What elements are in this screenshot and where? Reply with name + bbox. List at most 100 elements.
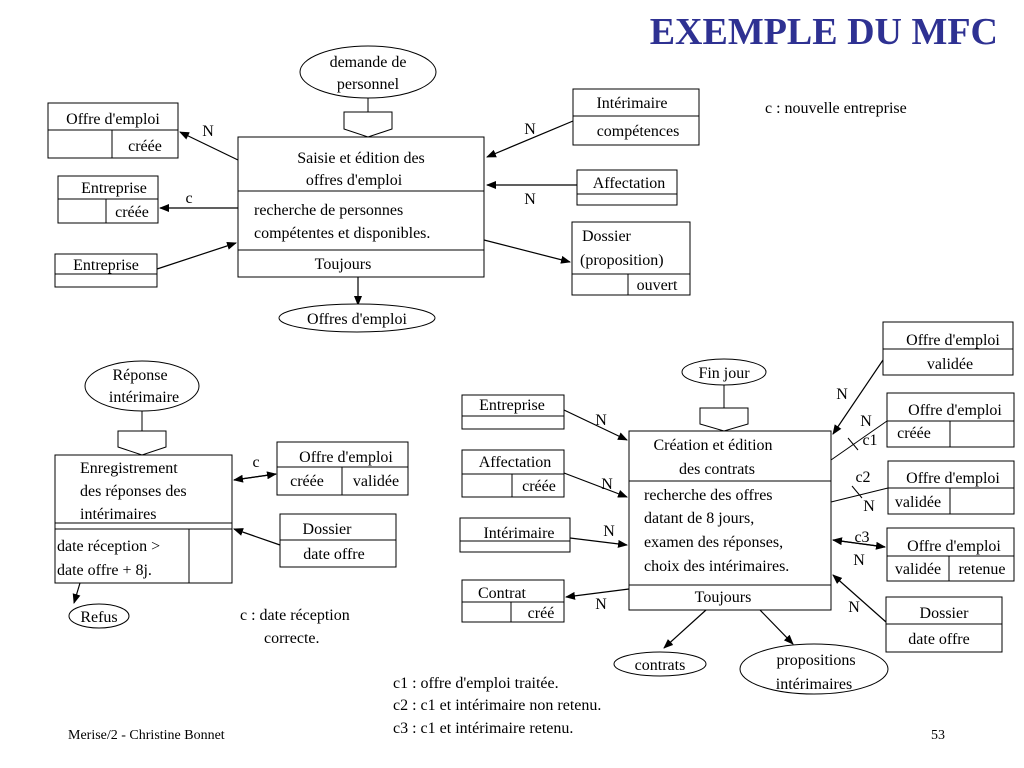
event-demande-line-2: personnel (337, 76, 400, 93)
entity-offre-c1-state: créée (897, 425, 931, 442)
entity-entreprise3-name: Entreprise (479, 397, 545, 414)
operation3-name-2: des contrats (679, 461, 755, 478)
card-affectation-3: N (601, 476, 613, 493)
entity-dossier-name-1: Dossier (582, 228, 632, 245)
operation2-action-1: date réception > (57, 538, 160, 555)
card-offre-validee: N (836, 386, 848, 403)
operation3-action-1: recherche des offres (644, 487, 773, 504)
event-propositions-line-2: intérimaires (776, 676, 852, 693)
event-refus-label: Refus (80, 609, 117, 626)
operation3-action-3: examen des réponses, (644, 534, 783, 551)
card-offre-c1: c1 (862, 432, 877, 449)
event-refus (68, 603, 130, 629)
page-number: 53 (931, 728, 945, 743)
operation2-name-1: Enregistrement (80, 460, 178, 477)
entity-dossier2-attr: date offre (303, 546, 364, 563)
entity-dossier-state: ouvert (637, 277, 678, 294)
entity-offre-c1-name: Offre d'emploi (908, 402, 1002, 419)
operation2-action-2: date offre + 8j. (57, 562, 152, 579)
condition-c1: c1 : offre d'emploi traitée. (393, 675, 559, 692)
footer-author: Merise/2 - Christine Bonnet (68, 728, 225, 743)
card-offre-c3-n: N (853, 552, 865, 569)
card-entreprise-3: N (595, 412, 607, 429)
entity-interimaire-3 (459, 517, 571, 553)
operation-rule: Toujours (315, 256, 372, 273)
card-interimaire: N (524, 121, 536, 138)
entity-offre2-state-1: créée (290, 473, 324, 490)
operation3-action-2: datant de 8 jours, (644, 510, 754, 527)
entity-dossier3-attr: date offre (908, 631, 969, 648)
event-propositions-interimaires (739, 643, 889, 695)
operation-creation-contrats: Fin jour Création et édition des contrat… (393, 321, 1015, 737)
operation-saisie-offres: demande de personnel Saisie et édition d… (47, 45, 907, 333)
entity-dossier-proposition (571, 221, 691, 296)
card-offre-2: c (252, 454, 259, 471)
condition-c2: c2 : c1 et intérimaire non retenu. (393, 697, 601, 714)
sync-pentagon-2 (117, 430, 167, 456)
entity-offre-validee-name: Offre d'emploi (906, 332, 1000, 349)
operation-box-3 (628, 430, 832, 611)
event-reponse-line-2: intérimaire (109, 389, 179, 406)
entity-offre-validee-state: validée (927, 356, 973, 373)
entity-entreprise-creee-name: Entreprise (81, 180, 147, 197)
entity-contrat-state: créé (528, 605, 555, 622)
operation-enregistrement-reponses: Réponse intérimaire Enregistrement des r… (54, 360, 409, 647)
event-reponse-line-1: Réponse (112, 367, 167, 384)
entity-interimaire (572, 88, 700, 146)
condition-c3: c3 : c1 et intérimaire retenu. (393, 720, 573, 737)
card-interimaire-3: N (603, 523, 615, 540)
entity-dossier-name-2: (proposition) (580, 252, 664, 269)
operation-box (237, 136, 485, 278)
entity-offre-c3-state-2: retenue (958, 561, 1005, 578)
card-dossier-3: N (848, 599, 860, 616)
entity-entreprise (54, 253, 158, 288)
operation-action-2: compétentes et disponibles. (254, 225, 430, 242)
operation2-name-3: intérimaires (80, 506, 156, 523)
entity-offre2-state-2: validée (353, 473, 399, 490)
entity-interimaire3-name: Intérimaire (483, 525, 554, 542)
note-date-reception-1: c : date réception (240, 607, 350, 624)
entity-interimaire-attr: compétences (597, 123, 680, 140)
entity-offre-c3-state-1: validée (895, 561, 941, 578)
entity-entreprise-name: Entreprise (73, 257, 139, 274)
operation-name-1: Saisie et édition des (297, 150, 425, 167)
card-entreprise: c (185, 190, 192, 207)
event-contrats-label: contrats (635, 657, 686, 674)
card-affectation: N (524, 191, 536, 208)
entity-offre-c2-state: validée (895, 494, 941, 511)
entity-entreprise-3 (461, 394, 565, 430)
sync-pentagon (343, 111, 393, 138)
slide-title: EXEMPLE DU MFC (650, 11, 998, 53)
event-contrats (613, 651, 707, 677)
operation3-name-1: Création et édition (653, 437, 772, 454)
entity-entreprise-creee-state: créée (115, 204, 149, 221)
note-nouvelle-entreprise: c : nouvelle entreprise (765, 100, 907, 117)
entity-offre-emploi-name: Offre d'emploi (66, 111, 160, 128)
card-offre-c2-n: N (863, 498, 875, 515)
event-offres-emploi (278, 303, 436, 333)
operation-box-2 (54, 454, 233, 584)
entity-offre-c3 (886, 527, 1015, 582)
entity-affectation3-state: créée (522, 478, 556, 495)
event-propositions-line-1: propositions (776, 652, 855, 669)
entity-dossier2-name: Dossier (303, 521, 353, 538)
entity-affectation (576, 169, 678, 206)
entity-offre-emploi-state: créée (128, 138, 162, 155)
entity-affectation-name: Affectation (593, 175, 666, 192)
operation-action-1: recherche de personnes (254, 202, 403, 219)
entity-interimaire-name: Intérimaire (596, 95, 667, 112)
operation3-rule: Toujours (695, 589, 752, 606)
event-demande-line-1: demande de (330, 54, 407, 71)
operation2-name-2: des réponses des (80, 483, 187, 500)
card-offre-c3: c3 (854, 529, 869, 546)
entity-affectation3-name: Affectation (479, 454, 552, 471)
entity-offre-c2-name: Offre d'emploi (906, 470, 1000, 487)
operation3-action-4: choix des intérimaires. (644, 558, 789, 575)
event-offres-emploi-label: Offres d'emploi (307, 311, 407, 328)
entity-contrat-name: Contrat (478, 585, 527, 602)
sync-pentagon-3 (699, 407, 749, 432)
card-offre-c2: c2 (855, 469, 870, 486)
entity-dossier3-name: Dossier (920, 605, 970, 622)
note-date-reception-2: correcte. (264, 630, 320, 647)
